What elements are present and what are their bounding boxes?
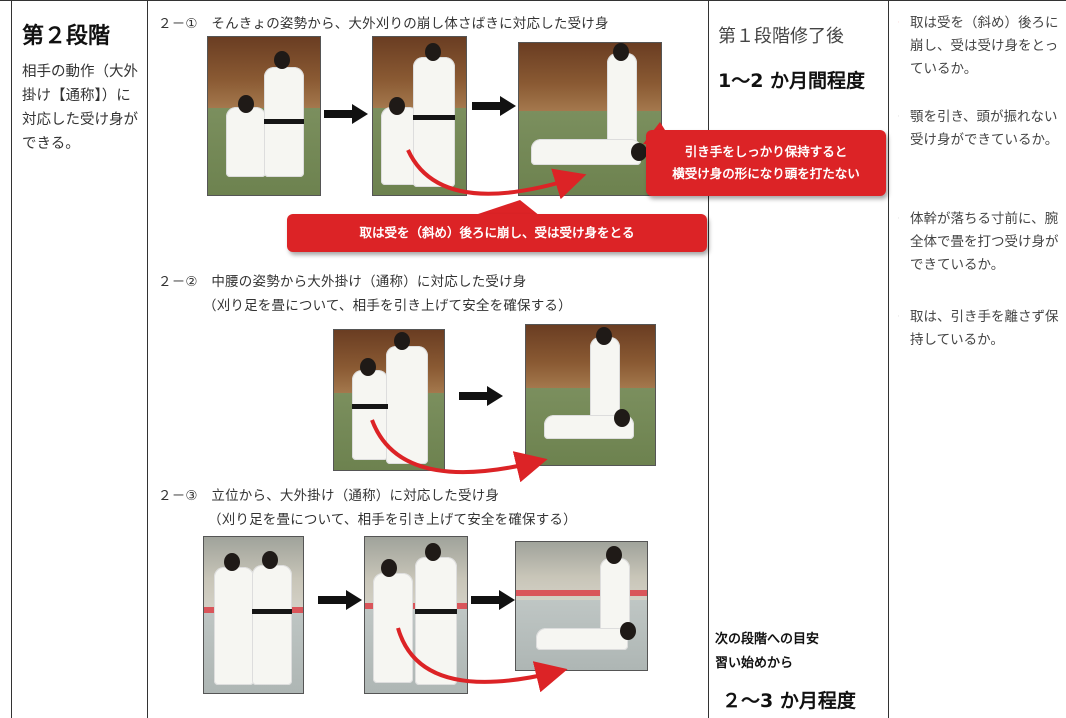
arrow-right-icon <box>318 590 362 610</box>
column-divider-2 <box>708 0 709 718</box>
photo-3-1 <box>203 536 304 694</box>
section-2-heading: ２－② 中腰の姿勢から大外掛け（通称）に対応した受け身 <box>158 274 527 290</box>
photo-1-3 <box>518 42 662 196</box>
photo-2-1 <box>333 329 445 471</box>
section-1-heading: ２－① そんきょの姿勢から、大外刈りの崩し体さばきに対応した受け身 <box>158 16 609 32</box>
bullet-icon: ・ <box>898 208 904 231</box>
checkpoint-text: 体幹が落ちる寸前に、腕全体で畳を打つ受け身ができているか。 <box>910 211 1059 273</box>
bullet-icon: ・ <box>898 306 904 329</box>
next-stage-duration: ２～3 か月程度 <box>722 690 856 712</box>
next-stage-label: 次の段階への目安 <box>715 632 820 647</box>
bullet-icon: ・ <box>898 12 904 35</box>
table-border-left <box>11 0 12 718</box>
stage-title: 第２段階 <box>22 24 111 49</box>
arrow-right-icon <box>459 386 503 406</box>
tori-callout: 取は受を（斜め）後ろに崩し、受は受け身をとる <box>287 214 707 252</box>
checkpoint-item: ・ 体幹が落ちる寸前に、腕全体で畳を打つ受け身ができているか。 <box>898 208 1066 278</box>
curved-arrow-icon <box>370 419 548 483</box>
timing-duration: 1～2 か月間程度 <box>718 70 866 92</box>
stage-description: 相手の動作（大外掛け【通称】）に対応した受け身ができる。 <box>22 64 138 152</box>
next-stage-sub: 習い始めから <box>715 656 794 671</box>
column-divider-3 <box>888 0 889 718</box>
arrow-right-icon <box>471 590 515 610</box>
photo-1-2 <box>372 36 467 196</box>
table-top-border <box>0 0 1066 1</box>
timing-label: 第１段階修了後 <box>718 26 844 47</box>
column-divider-1 <box>147 0 148 718</box>
checkpoint-text: 取は受を（斜め）後ろに崩し、受は受け身をとっているか。 <box>910 15 1059 77</box>
section-3-subheading: （刈り足を畳について、相手を引き上げて安全を確保する） <box>208 512 577 528</box>
section-2-subheading: （刈り足を畳について、相手を引き上げて安全を確保する） <box>203 298 572 314</box>
curved-arrow-icon <box>406 149 587 200</box>
photo-2-2 <box>525 324 656 466</box>
arrow-right-icon <box>472 96 516 116</box>
checkpoint-item: ・ 取は受を（斜め）後ろに崩し、受は受け身をとっているか。 <box>898 12 1066 82</box>
photo-3-3 <box>515 541 648 671</box>
hold-sleeve-callout: 引き手をしっかり保持すると 横受け身の形になり頭を打たない <box>646 130 886 196</box>
arrow-right-icon <box>324 104 368 124</box>
checkpoint-text: 顎を引き、頭が振れない受け身ができているか。 <box>910 109 1059 148</box>
callout-pointer <box>478 200 540 216</box>
section-3-heading: ２－③ 立位から、大外掛け（通称）に対応した受け身 <box>158 488 500 504</box>
bullet-icon: ・ <box>898 106 904 129</box>
checkpoint-item: ・ 顎を引き、頭が振れない受け身ができているか。 <box>898 106 1066 176</box>
photo-1-1 <box>207 36 321 196</box>
checkpoint-item: ・ 取は、引き手を離さず保持しているか。 <box>898 306 1066 354</box>
checkpoint-text: 取は、引き手を離さず保持しているか。 <box>910 309 1059 348</box>
photo-3-2 <box>364 536 468 694</box>
curved-arrow-icon <box>396 627 568 693</box>
